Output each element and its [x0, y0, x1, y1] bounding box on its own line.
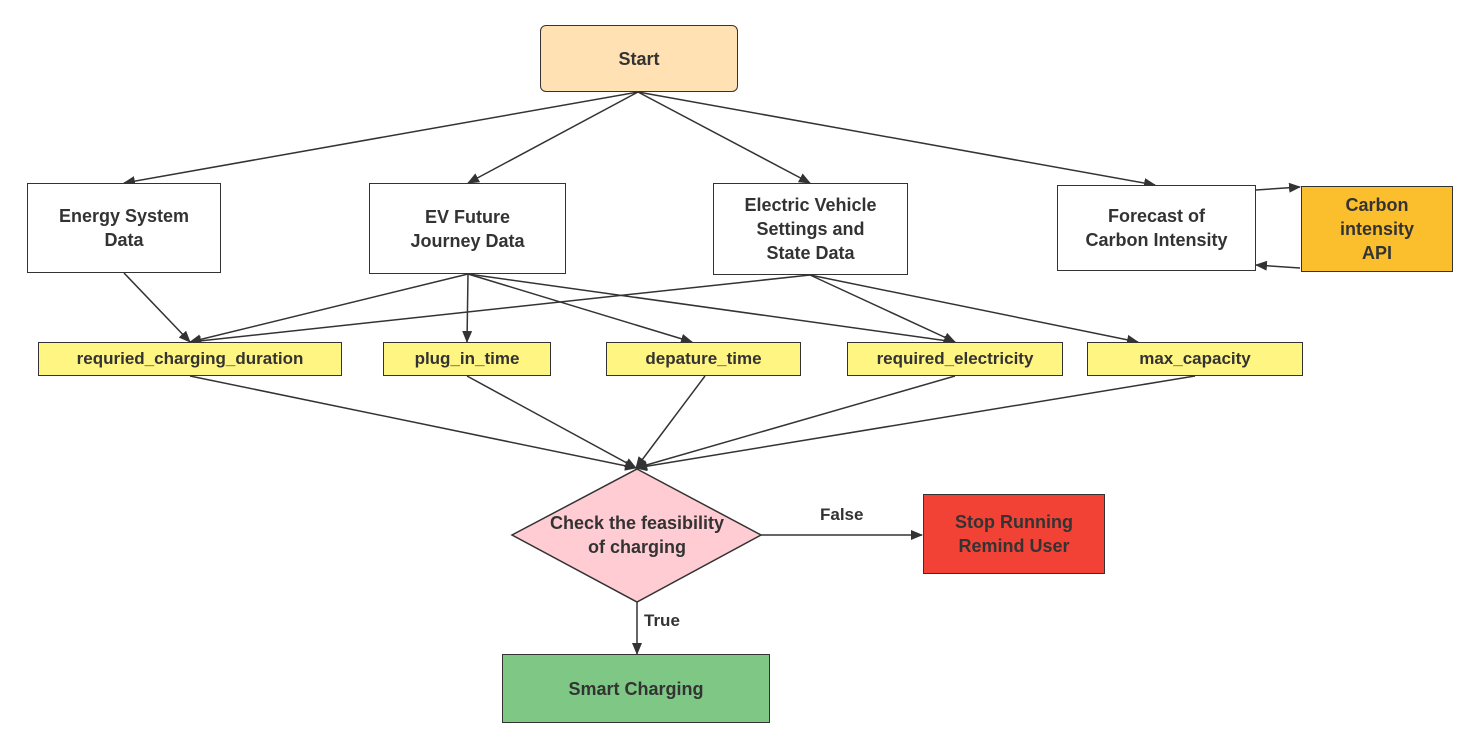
- edge-energy-duration: [123, 272, 191, 343]
- edge-settings-duration: [189, 274, 811, 346]
- false-branch-label: False: [820, 505, 864, 524]
- energy-system-data-node: Energy System Data: [27, 183, 221, 273]
- edge-api-forecast: [1255, 260, 1301, 271]
- smart-charging-node: Smart Charging: [502, 654, 770, 723]
- edge-forecast-api: [1255, 182, 1301, 193]
- variable-plug-in-time: plug_in_time: [383, 342, 551, 376]
- edge-journey-electricity: [467, 273, 956, 346]
- edge-settings-electricity: [809, 274, 956, 343]
- edge-journey-departure: [467, 273, 693, 344]
- edge-journey-duration: [189, 273, 469, 345]
- edge-settings-capacity: [809, 274, 1139, 345]
- variable-required-electricity: required_electricity: [847, 342, 1063, 376]
- stop-running-node: Stop Running Remind User: [923, 494, 1105, 574]
- ev-future-journey-data-node: EV Future Journey Data: [369, 183, 566, 274]
- variable-max-capacity: max_capacity: [1087, 342, 1303, 376]
- start-node: Start: [540, 25, 738, 92]
- edge-duration-decision: [189, 375, 637, 471]
- forecast-carbon-intensity-node: Forecast of Carbon Intensity: [1057, 185, 1256, 271]
- edge-departure-decision: [635, 375, 706, 469]
- edge-electricity-decision: [635, 375, 956, 470]
- carbon-intensity-api-node: Carbon intensity API: [1301, 186, 1453, 272]
- decision-diamond: [510, 468, 763, 603]
- variable-required-charging-duration: requried_charging_duration: [38, 342, 342, 376]
- edge-start-settings: [637, 91, 811, 184]
- true-branch-label: True: [644, 611, 680, 630]
- edge-plugin-decision: [466, 375, 637, 469]
- ev-settings-state-data-node: Electric Vehicle Settings and State Data: [713, 183, 908, 275]
- variable-departure-time: depature_time: [606, 342, 801, 376]
- decision-label: Check the feasibility of charging: [549, 513, 725, 557]
- edge-start-journey: [467, 91, 639, 184]
- edge-journey-plugin: [462, 273, 473, 343]
- edge-start-forecast: [637, 91, 1156, 188]
- edge-start-energy: [123, 91, 639, 187]
- edge-capacity-decision: [635, 375, 1196, 472]
